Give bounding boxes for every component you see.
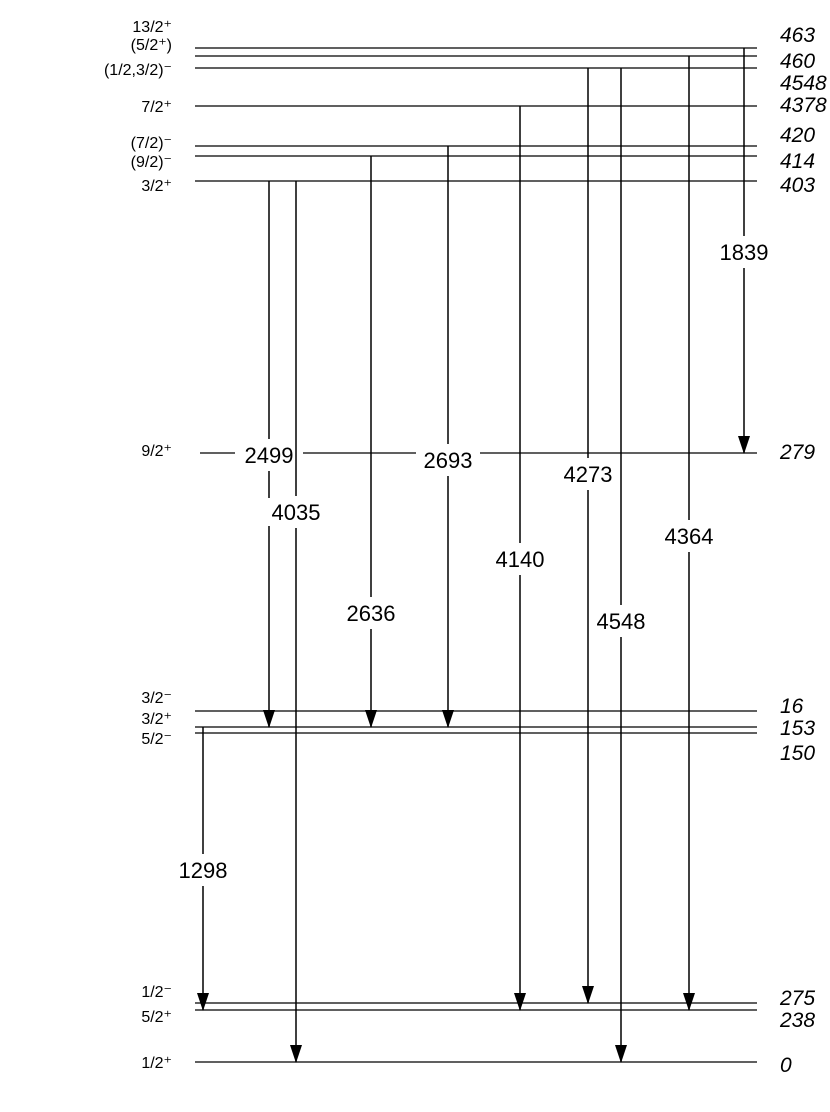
level-energy-label: 0: [780, 1054, 792, 1077]
transition-label-background: [714, 238, 774, 266]
transition-4140: 4140: [488, 106, 552, 1011]
transition-label-background: [171, 856, 235, 884]
transition-label-background: [556, 460, 620, 488]
level-spin-label: 9/2⁺: [141, 443, 172, 460]
transition-energy-label: 4273: [564, 462, 613, 487]
transition-2499: 2499: [235, 181, 303, 728]
transition-label-background: [416, 446, 480, 474]
level-spin-label: 3/2⁺: [141, 711, 172, 728]
level-spin-label: 5/2⁻: [141, 731, 172, 748]
transition-label-background: [235, 441, 303, 469]
level-energy-label: 403: [780, 174, 815, 197]
transition-energy-label: 2636: [347, 601, 396, 626]
level-energy-label: 4378: [780, 94, 827, 117]
level-energy-label: 414: [780, 150, 815, 173]
level-energy-label: 279: [779, 441, 815, 464]
level-energy-label: 460: [780, 50, 815, 73]
transition-label-background: [340, 599, 402, 627]
level-spin-label: (9/2)⁻: [131, 154, 172, 171]
transition-energy-label: 1298: [179, 858, 228, 883]
level-spin-label: 1/2⁺: [141, 1055, 172, 1072]
level-energy-label: 150: [780, 742, 815, 765]
transition-energy-label: 1839: [720, 240, 769, 265]
level-spin-label: (1/2,3/2)⁻: [104, 62, 172, 79]
level-spin-label: 1/2⁻: [141, 984, 172, 1001]
transition-1839: 1839: [714, 48, 774, 454]
transition-label-background: [488, 545, 552, 573]
transition-label-background: [262, 498, 330, 526]
level-spin-label: 7/2⁺: [141, 99, 172, 116]
level-energy-label: 420: [780, 124, 815, 147]
level-energy-label: 238: [779, 1009, 815, 1032]
level-spin-label: (7/2)⁻: [131, 135, 172, 152]
transition-1298: 1298: [171, 727, 235, 1011]
transition-4548: 4548: [589, 68, 653, 1063]
level-spin-label: 3/2⁺: [141, 178, 172, 195]
transition-energy-label: 4035: [272, 500, 321, 525]
transition-4273: 4273: [556, 68, 620, 1004]
transition-4364: 4364: [657, 56, 721, 1011]
transition-2636: 2636: [340, 156, 402, 728]
transition-label-background: [589, 607, 653, 635]
level-energy-label: 153: [780, 717, 815, 740]
level-spin-label: (5/2⁺): [131, 37, 172, 54]
transition-energy-label: 4364: [665, 524, 714, 549]
transition-4035: 4035: [262, 181, 330, 1063]
transition-energy-label: 4140: [496, 547, 545, 572]
transition-energy-label: 2693: [424, 448, 473, 473]
level-energy-label: 4548: [780, 72, 827, 95]
level-energy-label: 463: [780, 24, 815, 47]
transition-energy-label: 4548: [597, 609, 646, 634]
level-spin-label: 3/2⁻: [141, 690, 172, 707]
level-energy-label: 275: [779, 987, 815, 1010]
transition-2693: 2693: [416, 146, 480, 728]
level-spin-label: 13/2⁺: [132, 19, 172, 36]
transition-energy-label: 2499: [245, 443, 294, 468]
level-energy-label: 16: [780, 695, 804, 718]
level-spin-label: 5/2⁺: [141, 1009, 172, 1026]
transition-label-background: [657, 522, 721, 550]
